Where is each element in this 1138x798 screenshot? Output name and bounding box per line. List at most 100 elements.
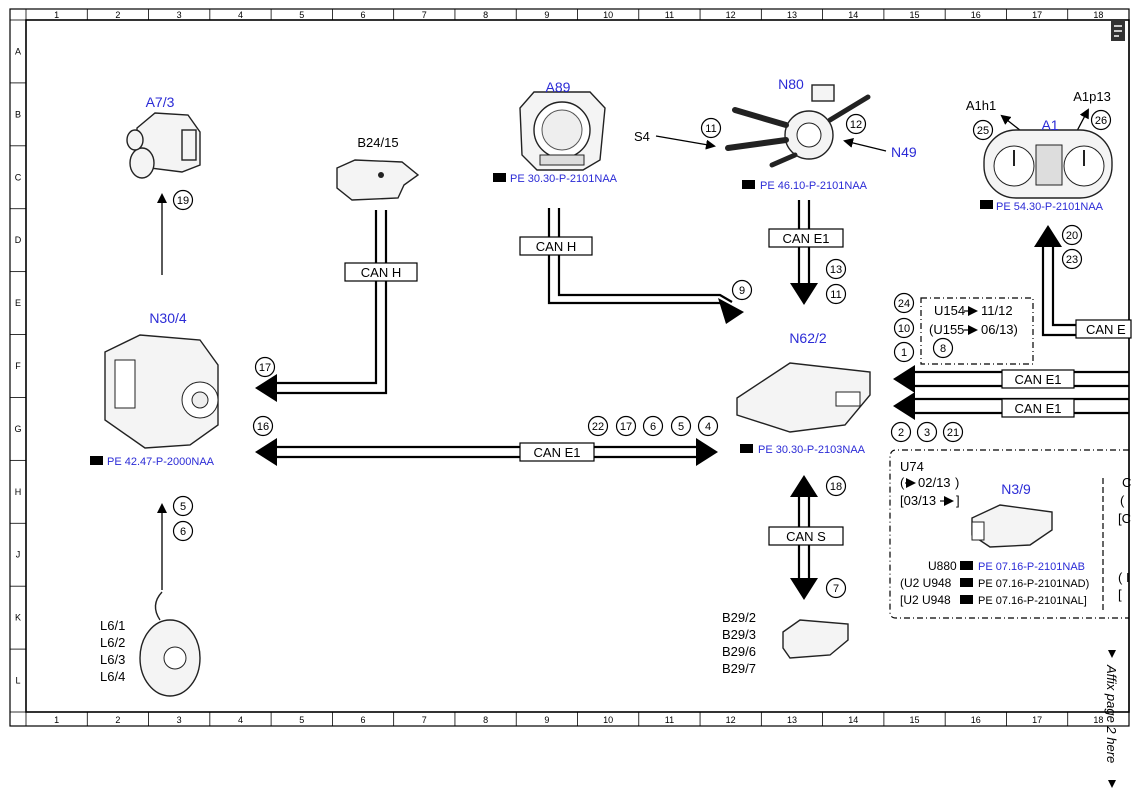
callout-number: 6 — [650, 421, 656, 433]
page-corner-icon — [1111, 21, 1125, 41]
ref-n3-9-nad[interactable]: PE 07.16-P-2101NAD) — [960, 578, 1089, 590]
label-b29-3: B29/3 — [722, 627, 756, 642]
callout-circle — [700, 117, 722, 139]
callout-number: 16 — [257, 421, 269, 433]
fragment-paren: ( — [1120, 493, 1125, 508]
device-a89 — [519, 91, 606, 171]
note-u74-a-open: ( — [900, 475, 905, 490]
callout-number: 12 — [850, 119, 862, 131]
callout-circle — [1090, 109, 1112, 131]
bus-label-can-e1-r1: CAN E1 — [1015, 372, 1062, 387]
device-n30-4 — [104, 334, 219, 449]
label-a1: A1 — [1041, 117, 1058, 133]
callout-number: 3 — [924, 427, 930, 439]
note-box-n3-9 — [889, 449, 1129, 619]
callout-circle — [825, 283, 847, 305]
bus-label-can-h-1: CAN H — [361, 265, 401, 280]
note-u2-b: [U2 U948 — [900, 593, 951, 607]
grid-label: 5 — [299, 10, 304, 20]
svg-text:PE 30.30-P-2103NAA: PE 30.30-P-2103NAA — [758, 444, 866, 456]
callout-circle — [587, 415, 609, 437]
note-u74-a-close: ) — [955, 475, 959, 490]
bus-label-can-h-2: CAN H — [536, 239, 576, 254]
ref-n3-9-nab[interactable]: PE 07.16-P-2101NAB — [960, 561, 1085, 573]
callout-number: 1 — [901, 347, 907, 359]
callout-circle — [825, 475, 847, 497]
callout-circle — [670, 415, 692, 437]
callout-circle — [172, 495, 194, 517]
svg-text:PE 07.16-P-2101NAB: PE 07.16-P-2101NAB — [978, 561, 1085, 573]
device-a7-3 — [126, 112, 201, 179]
ref-n30-4[interactable]: PE 42.47-P-2000NAA — [90, 456, 215, 468]
grid-label: 6 — [361, 715, 366, 725]
bus-can-h-b24-b — [270, 210, 388, 395]
grid-label: G — [14, 424, 21, 434]
device-b24-15 — [336, 159, 420, 201]
note-u74: U74 — [900, 459, 924, 474]
ref-a1[interactable]: PE 54.30-P-2101NAA — [980, 200, 1104, 213]
svg-text:PE 07.16-P-2101NAL]: PE 07.16-P-2101NAL] — [978, 595, 1087, 607]
callout-circle — [972, 119, 994, 141]
callout-number: 6 — [180, 526, 186, 538]
callout-number: 8 — [940, 343, 946, 355]
grid-label: K — [15, 613, 21, 623]
grid-label: 17 — [1032, 10, 1042, 20]
device-n62-2 — [736, 362, 871, 433]
label-a1h1: A1h1 — [966, 98, 996, 113]
grid-label: 16 — [971, 715, 981, 725]
device-l6-wheel-speed-sensor — [139, 591, 201, 697]
grid-label: A — [15, 46, 21, 56]
callout-circle — [893, 317, 915, 339]
note-u155: (U155 — [929, 322, 964, 337]
callout-number: 20 — [1066, 230, 1078, 242]
grid-label: D — [15, 235, 22, 245]
callout-circle — [172, 189, 194, 211]
bus-can-h-a89 — [547, 208, 731, 310]
ref-n80[interactable]: PE 46.10-P-2101NAA — [742, 180, 868, 192]
grid-label: 3 — [177, 10, 182, 20]
callout-number: 5 — [678, 421, 684, 433]
grid-label: 7 — [422, 10, 427, 20]
callout-number: 22 — [592, 421, 604, 433]
grid-label: 5 — [299, 715, 304, 725]
callout-number: 25 — [977, 125, 989, 137]
ref-a89[interactable]: PE 30.30-P-2101NAA — [493, 173, 618, 185]
callout-number: 10 — [898, 323, 910, 335]
grid-label: 12 — [726, 715, 736, 725]
grid-label: 6 — [361, 10, 366, 20]
callout-number: 4 — [705, 421, 711, 433]
label-l6-1: L6/1 — [100, 618, 125, 633]
grid-label: 3 — [177, 715, 182, 725]
label-n30-4: N30/4 — [149, 310, 187, 326]
callout-circle — [932, 337, 954, 359]
affix-note: Affix page 2 here — [1104, 664, 1119, 763]
grid-label: 7 — [422, 715, 427, 725]
grid-labels: 1122334455667788991010111112121313141415… — [14, 10, 1103, 725]
bus-label-can-e1-r2: CAN E1 — [1015, 401, 1062, 416]
callout-number: 2 — [898, 427, 904, 439]
callout-circle — [615, 415, 637, 437]
label-a89: A89 — [546, 79, 571, 95]
label-a7-3: A7/3 — [146, 94, 175, 110]
ref-n3-9-nal[interactable]: PE 07.16-P-2101NAL] — [960, 595, 1087, 607]
grid-label: 10 — [603, 10, 613, 20]
callout-number: 18 — [830, 481, 842, 493]
grid-label: 15 — [910, 10, 920, 20]
callout-number: 24 — [898, 298, 910, 310]
callout-number: 17 — [259, 362, 271, 374]
device-a1-instrument-cluster — [983, 129, 1113, 199]
grid-label: C — [15, 172, 22, 182]
grid-label: 4 — [238, 715, 243, 725]
callout-number: 11 — [705, 123, 716, 135]
callout-circle — [942, 421, 964, 443]
label-n49: N49 — [891, 144, 917, 160]
ref-n62-2[interactable]: PE 30.30-P-2103NAA — [740, 444, 866, 456]
grid-label: 14 — [848, 715, 858, 725]
callout-circle — [172, 520, 194, 542]
device-b29 — [782, 619, 849, 659]
label-b29-6: B29/6 — [722, 644, 756, 659]
callout-circle — [890, 421, 912, 443]
grid-label: 2 — [115, 10, 120, 20]
callout-circle — [642, 415, 664, 437]
